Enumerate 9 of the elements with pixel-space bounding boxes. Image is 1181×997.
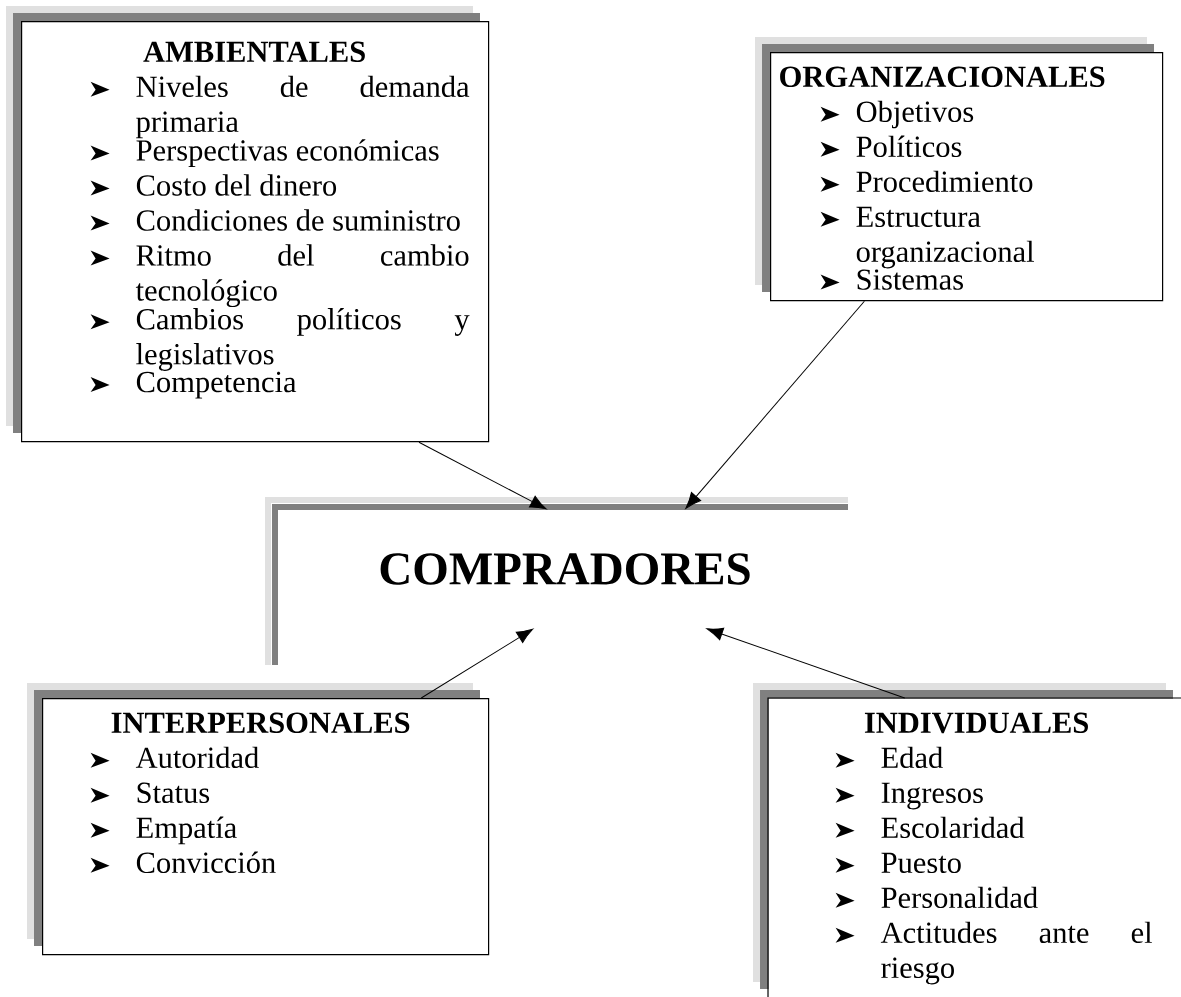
factor-box: AMBIENTALES Niveles de demanda primaria Perspectivas económicas Costo del dinero Condiciones de suministro Ritmo del cambio tecnológico Cambios políticos y legislativos Competencia: [6, 6, 490, 443]
arrow: [685, 300, 865, 509]
arrow: [420, 628, 534, 699]
arrow: [418, 441, 547, 510]
central-heading: COMPRADORES: [380, 553, 750, 585]
factor-box: ORGANIZACIONALES Objetivos Políticos Procedimiento Estructura organizacional Sistemas: [755, 37, 1164, 302]
factor-box: INTERPERSONALES Autoridad Status Empatía Convicción: [27, 683, 490, 956]
arrow: [706, 627, 906, 699]
factor-box: INDIVIDUALES Edad Ingresos Escolaridad Puesto Personalidad Actitudes ante el riesgo: [753, 683, 1181, 997]
